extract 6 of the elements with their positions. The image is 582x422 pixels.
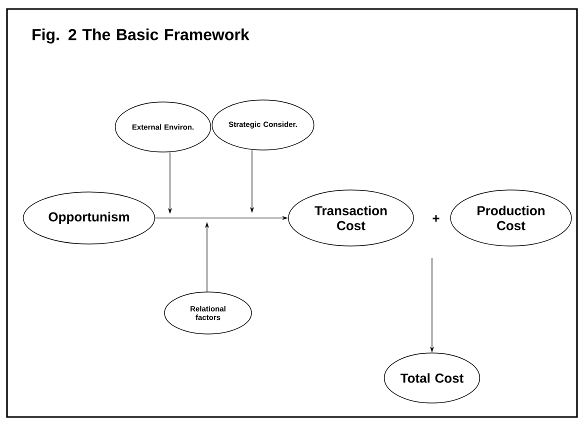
ellipse-node: Total Cost bbox=[384, 352, 480, 404]
ellipse-node: Production Cost bbox=[450, 190, 572, 246]
plus-sign: + bbox=[432, 215, 440, 222]
ellipse-node: Transaction Cost bbox=[288, 190, 414, 246]
title: Fig. 2 The Basic Framework bbox=[32, 28, 250, 44]
ellipse-node: Opportunism bbox=[22, 192, 156, 244]
